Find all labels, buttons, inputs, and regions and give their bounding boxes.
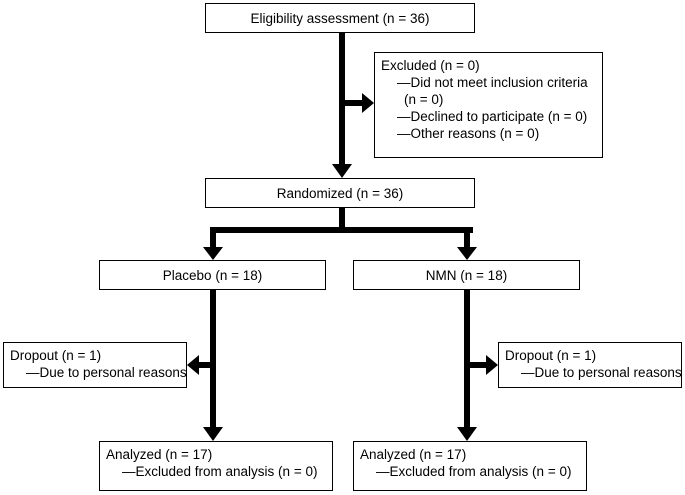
arrow-placebo-to-analyzed-line [210,290,216,428]
randomized-box: Randomized (n = 36) [205,178,475,208]
nmn-label: NMN (n = 18) [425,267,508,283]
analyzed-left-box: Analyzed (n = 17) —Excluded from analysi… [99,441,333,491]
arrow-nmn-to-analyzed-line [464,290,470,428]
arrow-placebo-to-analyzed-head [203,427,223,441]
dropout-right-title: Dropout (n = 1) [505,348,597,363]
excluded-title: Excluded (n = 0) [381,58,480,73]
arrow-to-excluded-line [342,100,364,106]
randomized-label: Randomized (n = 36) [276,185,404,201]
arrow-to-excluded-head [362,93,374,113]
dropout-left-reason: —Due to personal reasons [26,365,187,380]
placebo-box: Placebo (n = 18) [99,260,326,290]
dropout-right-reason: —Due to personal reasons [521,365,682,380]
split-stem [339,208,345,230]
analyzed-left-detail: —Excluded from analysis (n = 0) [122,464,318,479]
analyzed-right-title: Analyzed (n = 17) [360,447,467,462]
analyzed-left-title: Analyzed (n = 17) [106,447,213,462]
arrow-to-dropout-left-head [187,355,199,375]
nmn-box: NMN (n = 18) [353,260,580,290]
arrow-to-placebo-head [203,247,223,260]
excluded-reason-1: —Did not meet inclusion criteria [397,75,588,90]
arrow-to-dropout-right-line [467,362,487,368]
excluded-reason-1-count: (n = 0) [404,92,444,107]
arrow-nmn-to-analyzed-head [457,427,477,441]
eligibility-box: Eligibility assessment (n = 36) [205,3,475,33]
arrow-to-nmn-line [464,227,470,249]
arrow-to-dropout-left-line [198,362,213,368]
arrow-to-placebo-line [210,227,216,249]
excluded-reason-2: —Declined to participate (n = 0) [397,109,588,124]
analyzed-right-detail: —Excluded from analysis (n = 0) [376,464,572,479]
eligibility-label: Eligibility assessment (n = 36) [250,10,430,26]
arrow-to-dropout-right-head [486,355,498,375]
dropout-left-box: Dropout (n = 1) —Due to personal reasons [3,342,187,388]
arrow-to-nmn-head [457,247,477,260]
placebo-label: Placebo (n = 18) [162,267,263,283]
excluded-box: Excluded (n = 0) —Did not meet inclusion… [374,52,603,158]
dropout-left-title: Dropout (n = 1) [10,348,102,363]
split-bar [211,227,473,233]
arrow-eligibility-to-randomized-head [332,164,352,178]
excluded-reason-3: —Other reasons (n = 0) [397,126,540,141]
dropout-right-box: Dropout (n = 1) —Due to personal reasons [498,342,682,388]
analyzed-right-box: Analyzed (n = 17) —Excluded from analysi… [353,441,587,491]
